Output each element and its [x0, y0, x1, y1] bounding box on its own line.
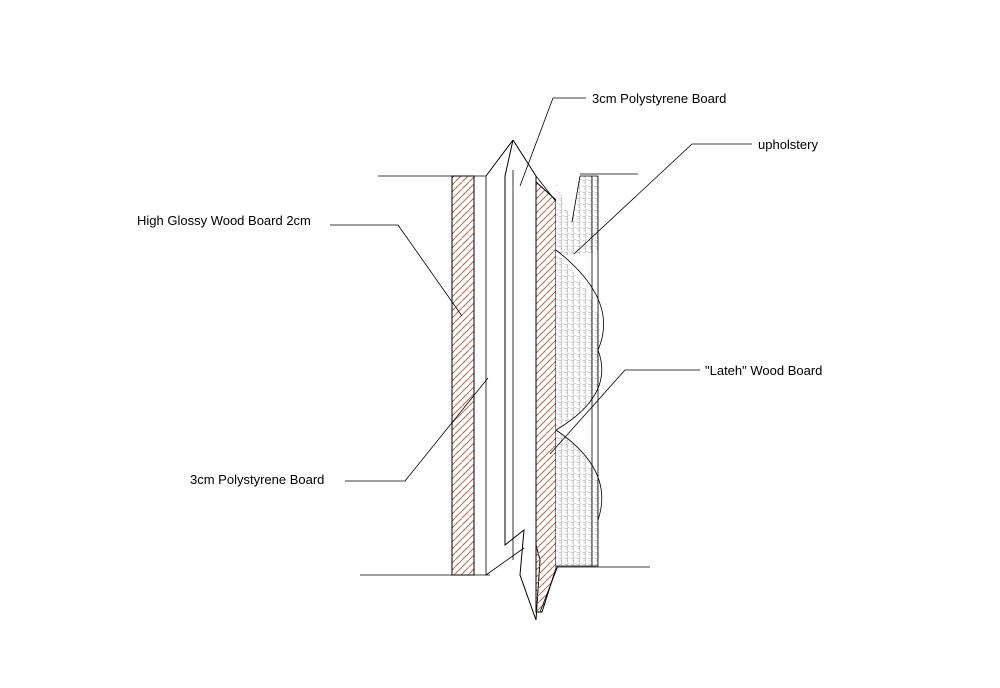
leader-polystyrene-bottom: [345, 377, 489, 482]
upholstery-outline: [555, 175, 605, 567]
label-polystyrene-top: 3cm Polystyrene Board: [592, 91, 726, 106]
leader-polystyrene-top: [519, 97, 586, 187]
leader-lateh-wood: [549, 369, 700, 455]
leader-upholstery: [573, 143, 752, 255]
leader-glossy-wood: [330, 224, 463, 317]
lateh-wood-board: [535, 180, 557, 613]
label-polystyrene-bottom: 3cm Polystyrene Board: [190, 472, 324, 487]
glossy-wood-board: [451, 175, 475, 576]
polystyrene-bottom-break: [485, 547, 525, 576]
label-lateh-wood: "Lateh" Wood Board: [705, 363, 822, 378]
upholstery-padding: [556, 176, 601, 566]
label-glossy-wood: High Glossy Wood Board 2cm: [137, 213, 311, 228]
label-upholstery: upholstery: [758, 137, 818, 152]
